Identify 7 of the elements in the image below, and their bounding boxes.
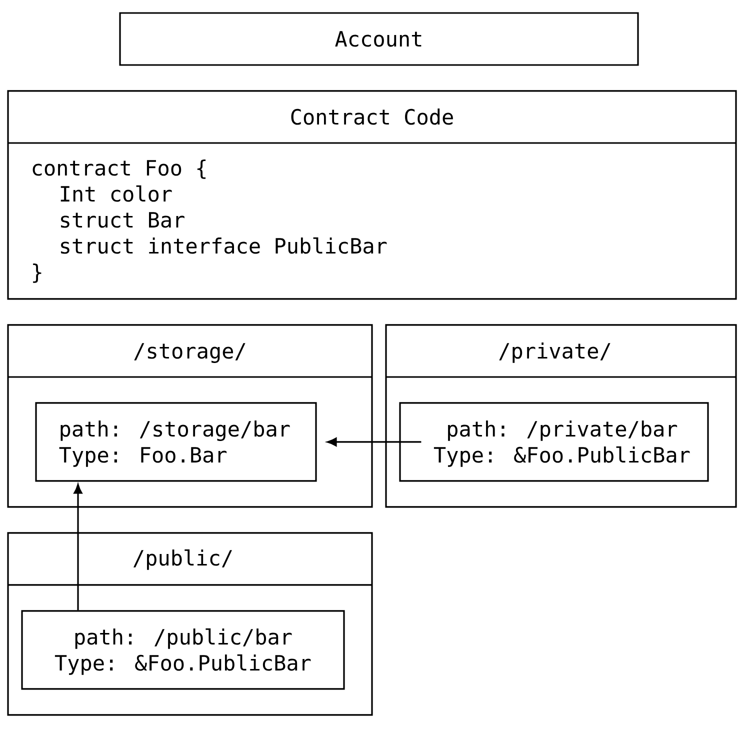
arrow: [74, 484, 82, 610]
heading-panel: Contract Code contract Foo { Int color struct Bar struct interface PublicBar }: [7, 90, 737, 300]
path-box: Account: [119, 12, 639, 66]
arrow: [327, 438, 422, 446]
path-box: path: /private/bar Type: &Foo.PublicBar: [399, 402, 709, 482]
path-box: path: /public/bar Type: &Foo.PublicBar: [21, 610, 345, 690]
path-box: path: /storage/bar Type: Foo.Bar: [35, 402, 317, 482]
